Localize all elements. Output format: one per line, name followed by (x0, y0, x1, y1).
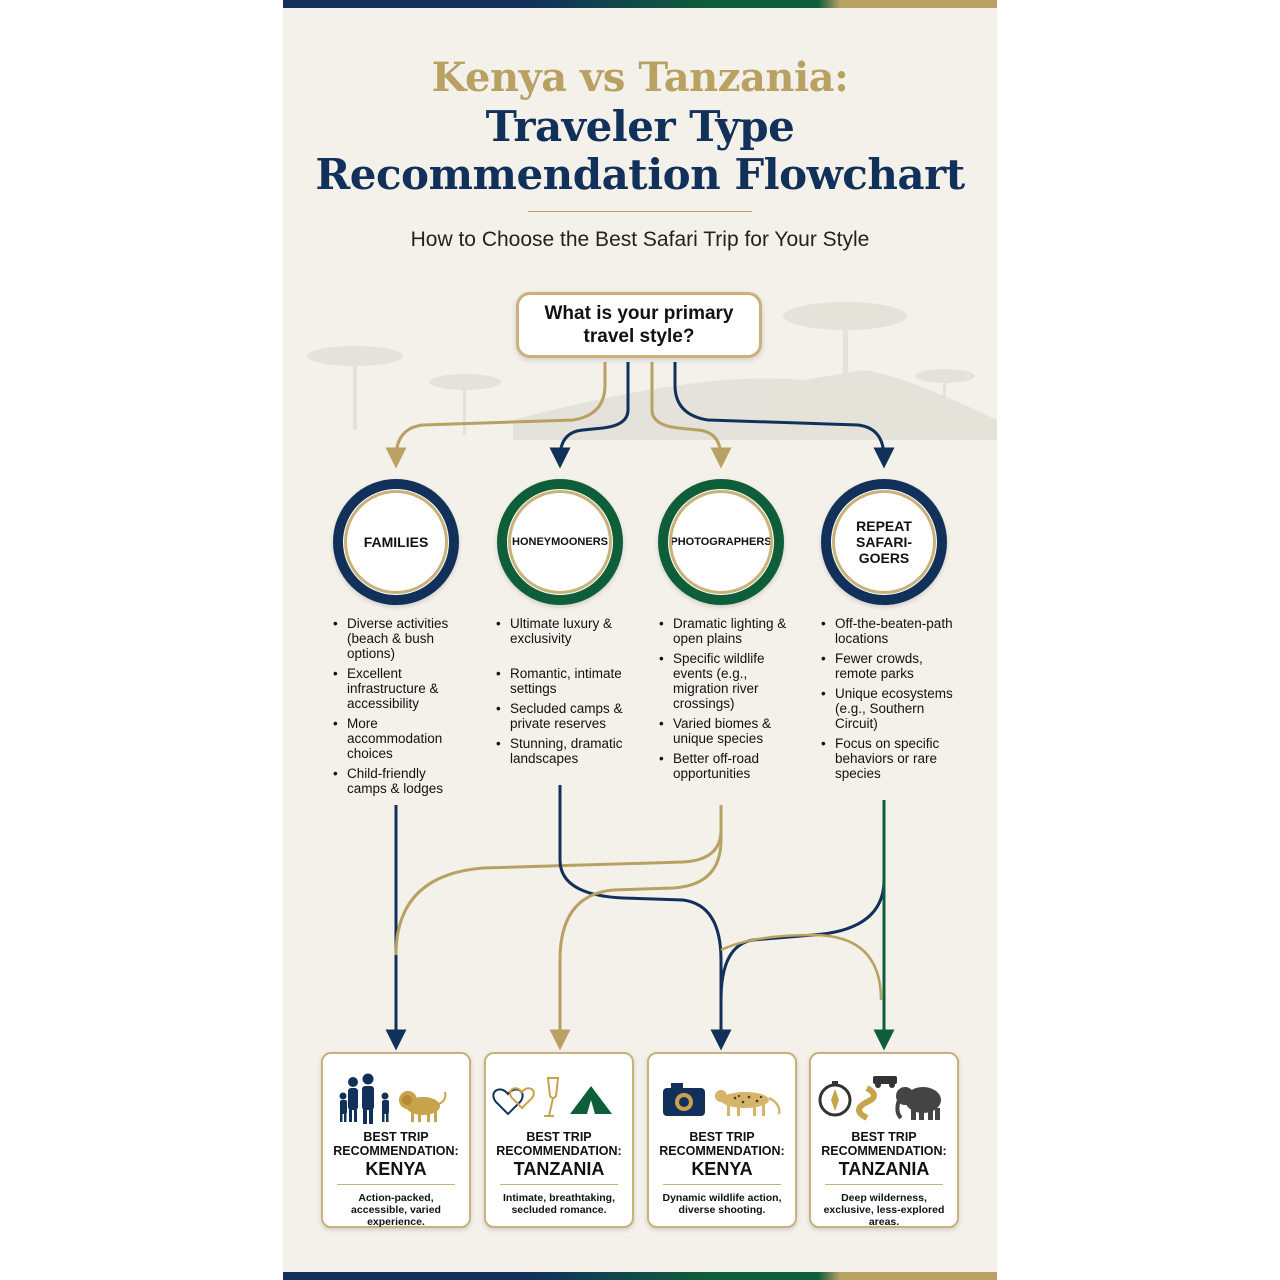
top-color-bar (283, 0, 997, 8)
recommendation-description: Intimate, breathtaking, secluded romance… (502, 1192, 616, 1216)
circle-families: FAMILIES (333, 479, 459, 605)
circle-label-families: FAMILIES (363, 534, 429, 550)
recommendation-description: Deep wilderness, exclusive, less-explore… (823, 1192, 945, 1228)
list-item: More accommodation choices (333, 716, 463, 761)
recommendation-description: Dynamic wildlife action, diverse shootin… (662, 1192, 782, 1216)
circle-label-repeat: REPEAT SAFARI-GOERS (856, 518, 912, 566)
recommendation-country: KENYA (691, 1159, 753, 1179)
recommendation-label: BEST TRIP RECOMMENDATION: (821, 1130, 947, 1158)
infographic-poster: Kenya vs Tanzania: Traveler Type Recomme… (283, 0, 997, 1280)
circle-label-photographers: PHOTOGRAPHERS (670, 536, 772, 548)
circle-honeymooners: HONEYMOONERS (497, 479, 623, 605)
circle-repeat-safari-goers: REPEAT SAFARI-GOERS (821, 479, 947, 605)
title-line-1: Kenya vs Tanzania: (431, 54, 849, 101)
list-item: Better off-road opportunities (659, 751, 794, 781)
recommendation-label: BEST TRIP RECOMMENDATION: (659, 1130, 785, 1158)
recommendation-country: KENYA (365, 1159, 427, 1179)
connector-to-families (385, 362, 607, 469)
champagne-icon (544, 1077, 560, 1117)
recommendation-card-families: BEST TRIP RECOMMENDATION: KENYA Action-p… (321, 1052, 471, 1228)
photography-icons (663, 1083, 781, 1116)
list-item: Ultimate luxury & exclusivity (496, 616, 631, 646)
hearts-icon (492, 1087, 535, 1116)
connector-to-repeat (673, 362, 895, 469)
lion-icon (399, 1091, 447, 1122)
honeymooners-benefits-list: Ultimate luxury & exclusivity Romantic, … (496, 616, 631, 771)
list-item: Stunning, dramatic landscapes (496, 736, 631, 766)
recommendation-card-honeymooners: BEST TRIP RECOMMENDATION: TANZANIA Intim… (484, 1052, 634, 1228)
recommendation-label: BEST TRIP RECOMMENDATION: (333, 1130, 459, 1158)
road-icon (856, 1085, 877, 1121)
camera-icon (663, 1083, 705, 1116)
photographers-benefits-list: Dramatic lighting & open plains Specific… (659, 616, 794, 786)
jeep-icon (873, 1076, 897, 1088)
recommendation-card-photographers: BEST TRIP RECOMMENDATION: KENYA Dynamic … (647, 1052, 797, 1228)
list-item: Varied biomes & unique species (659, 716, 794, 746)
list-item: Off-the-beaten-path locations (821, 616, 961, 646)
list-item: Excellent infrastructure & accessibility (333, 666, 463, 711)
bottom-color-bar (283, 1272, 997, 1280)
connector-honeymooners-to-kenya (558, 785, 732, 1051)
connector-photographers-curve (394, 805, 723, 956)
list-item: Secluded camps & private reserves (496, 701, 631, 731)
question-box: What is your primary travel style? (516, 292, 762, 358)
card-divider (825, 1184, 943, 1185)
card-divider (337, 1184, 455, 1185)
title-divider (528, 211, 752, 212)
recommendation-country: TANZANIA (513, 1159, 605, 1179)
recommendation-description: Action-packed, accessible, varied experi… (351, 1192, 441, 1228)
family-icon (339, 1073, 447, 1124)
romance-icons (492, 1077, 612, 1117)
elephant-icon (895, 1087, 941, 1120)
recommendation-country: TANZANIA (838, 1159, 930, 1179)
list-item: Romantic, intimate settings (496, 666, 631, 696)
connector-repeat-curve (719, 800, 886, 1001)
title-line-2: Traveler Type (485, 102, 795, 151)
circle-photographers: PHOTOGRAPHERS (658, 479, 784, 605)
connector-to-photographers (650, 362, 732, 469)
connector-photographers-to-tanzania (549, 805, 723, 1051)
card-divider (500, 1184, 618, 1185)
families-benefits-list: Diverse activities (beach & bush options… (333, 616, 463, 801)
recommendation-card-repeat: BEST TRIP RECOMMENDATION: TANZANIA Deep … (809, 1052, 959, 1228)
recommendation-label: BEST TRIP RECOMMENDATION: (496, 1130, 622, 1158)
cheetah-icon (715, 1090, 781, 1116)
flowchart-connectors (307, 302, 997, 1051)
list-item: Diverse activities (beach & bush options… (333, 616, 463, 661)
exploration-icons (818, 1076, 941, 1121)
list-item: Fewer crowds, remote parks (821, 651, 961, 681)
connector-gold-overlay (720, 933, 883, 1001)
compass-icon (818, 1081, 852, 1117)
list-item: Dramatic lighting & open plains (659, 616, 794, 646)
savanna-silhouette (307, 302, 997, 440)
subtitle: How to Choose the Best Safari Trip for Y… (410, 228, 870, 251)
list-item: Specific wildlife events (e.g., migratio… (659, 651, 794, 711)
connector-to-honeymooners (549, 362, 630, 469)
list-item: Focus on specific behaviors or rare spec… (821, 736, 961, 781)
title-line-3: Recommendation Flowchart (315, 150, 965, 199)
card-divider (663, 1184, 781, 1185)
list-item: Child-friendly camps & lodges (333, 766, 463, 796)
tent-icon (570, 1086, 612, 1114)
repeat-benefits-list: Off-the-beaten-path locations Fewer crow… (821, 616, 961, 786)
circle-label-honeymooners: HONEYMOONERS (512, 536, 608, 548)
list-item: Unique ecosystems (e.g., Southern Circui… (821, 686, 961, 731)
